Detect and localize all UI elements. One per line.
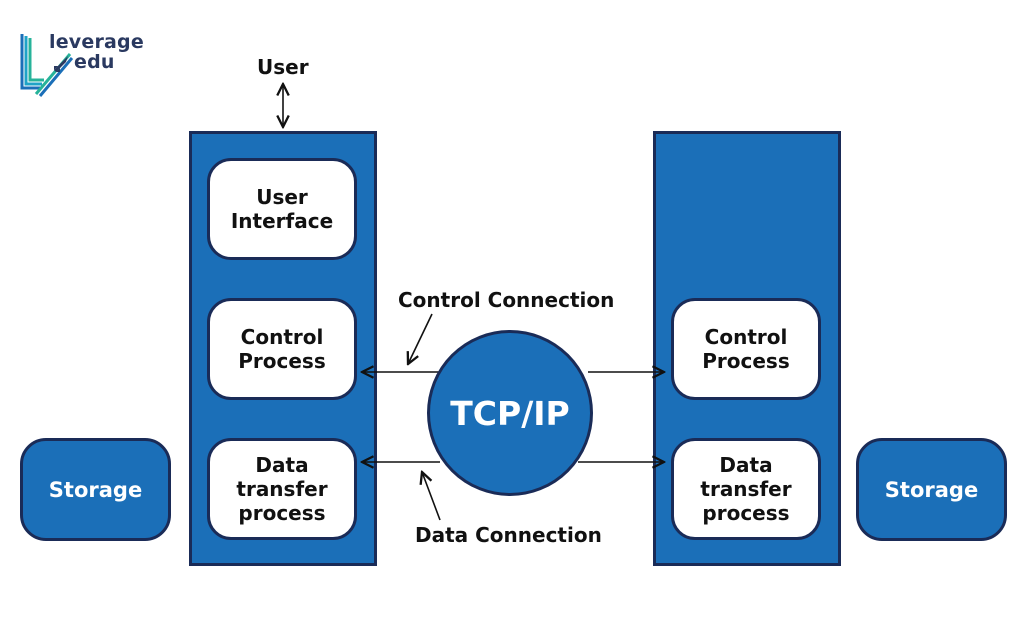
logo-text-edu: edu	[74, 51, 115, 73]
logo-mark	[20, 34, 74, 97]
leverage-edu-logo: leverage edu	[18, 30, 158, 100]
client-storage-box: Storage	[20, 438, 171, 541]
control-connection-pointer	[408, 313, 433, 364]
client-control-process-box: Control Process	[207, 298, 357, 400]
client-data-transfer-process-box: Data transfer process	[207, 438, 357, 540]
server-storage-box: Storage	[856, 438, 1007, 541]
tcp-ip-circle: TCP/IP	[427, 330, 593, 496]
user-label: User	[257, 55, 309, 79]
logo-text-leverage: leverage	[49, 31, 144, 53]
data-connection-label: Data Connection	[415, 523, 602, 547]
control-connection-label: Control Connection	[398, 288, 615, 312]
server-control-process-box: Control Process	[671, 298, 821, 400]
client-user-interface-box: User Interface	[207, 158, 357, 260]
server-data-transfer-process-box: Data transfer process	[671, 438, 821, 540]
data-connection-pointer	[422, 472, 441, 521]
rocket-icon	[54, 56, 68, 72]
